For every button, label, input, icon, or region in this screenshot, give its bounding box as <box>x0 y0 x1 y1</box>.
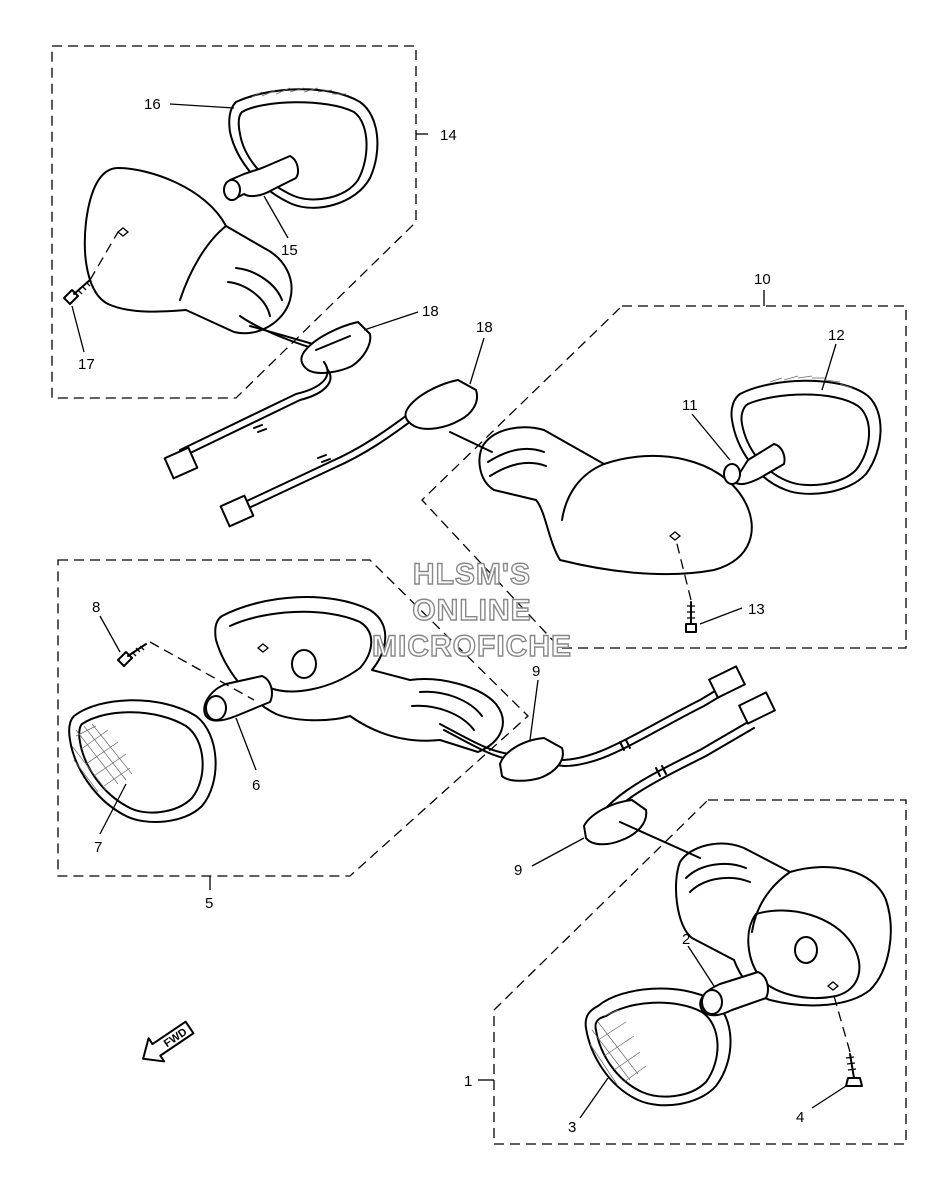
grommet-9-lower <box>583 799 648 846</box>
callout-9-upper: 9 <box>532 663 540 680</box>
callout-8: 8 <box>92 599 100 616</box>
callout-leaders <box>71 103 847 1119</box>
grommet-18-lower <box>404 379 478 430</box>
callout-17: 17 <box>78 356 95 373</box>
callout-3: 3 <box>568 1119 576 1136</box>
callout-2: 2 <box>682 931 690 948</box>
callout-11: 11 <box>682 397 698 414</box>
callout-numbers: 14 16 15 17 18 18 10 12 11 13 8 6 7 5 9 … <box>78 96 845 1136</box>
assembly-1-front-left-signal <box>493 799 907 1145</box>
grommet-9-upper <box>499 737 564 782</box>
callout-4: 4 <box>796 1109 804 1126</box>
callout-7: 7 <box>94 839 102 856</box>
callout-13: 13 <box>748 601 765 618</box>
callout-10: 10 <box>754 271 771 288</box>
callout-15: 15 <box>281 242 298 259</box>
callout-18-lower: 18 <box>476 319 493 336</box>
callout-6: 6 <box>252 777 260 794</box>
watermark-line-1: HLSM'S <box>413 558 531 591</box>
assembly-14-rear-left-signal <box>51 45 417 399</box>
watermark-line-2: ONLINE <box>412 594 531 627</box>
callout-9-lower: 9 <box>514 862 522 879</box>
callout-5: 5 <box>205 895 213 912</box>
callout-14: 14 <box>440 127 457 144</box>
callout-1: 1 <box>464 1073 472 1090</box>
callout-16: 16 <box>144 96 161 113</box>
forward-direction-arrow: FWD <box>142 1020 195 1063</box>
callout-12: 12 <box>828 327 845 344</box>
watermark: HLSM'S ONLINE MICROFICHE <box>371 557 572 663</box>
assembly-5-rear-right-signal <box>57 559 529 877</box>
watermark-line-3: MICROFICHE <box>372 630 572 663</box>
assembly-10-front-right-signal <box>421 305 907 649</box>
callout-18-upper: 18 <box>422 303 439 320</box>
wiring-harness-upper <box>163 361 435 528</box>
